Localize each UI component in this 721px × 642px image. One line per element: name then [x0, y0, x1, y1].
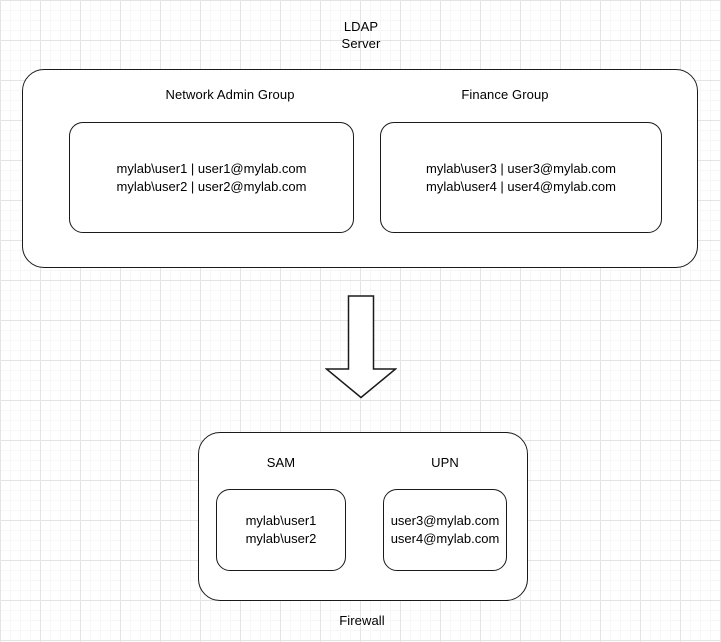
- finance-group-box[interactable]: [380, 122, 662, 233]
- finance-group-entries: mylab\user3 | user3@mylab.com mylab\user…: [426, 161, 616, 194]
- ldap-server-title: LDAP Server: [341, 19, 381, 51]
- sam-column-label: SAM: [266, 455, 296, 470]
- network-admin-group-entries: mylab\user1 | user1@mylab.com mylab\user…: [116, 161, 307, 194]
- sam-box[interactable]: [216, 489, 346, 571]
- upn-entries: user3@mylab.com user4@mylab.com: [390, 513, 500, 546]
- upn-column-label: UPN: [431, 455, 459, 470]
- network-admin-group-box[interactable]: [69, 122, 354, 233]
- finance-group-label: Finance Group: [461, 87, 549, 102]
- upn-box[interactable]: [383, 489, 507, 571]
- down-arrow-icon: [325, 295, 397, 399]
- sam-entries: mylab\user1 mylab\user2: [245, 513, 317, 546]
- network-admin-group-label: Network Admin Group: [165, 87, 295, 102]
- firewall-title: Firewall: [339, 613, 385, 628]
